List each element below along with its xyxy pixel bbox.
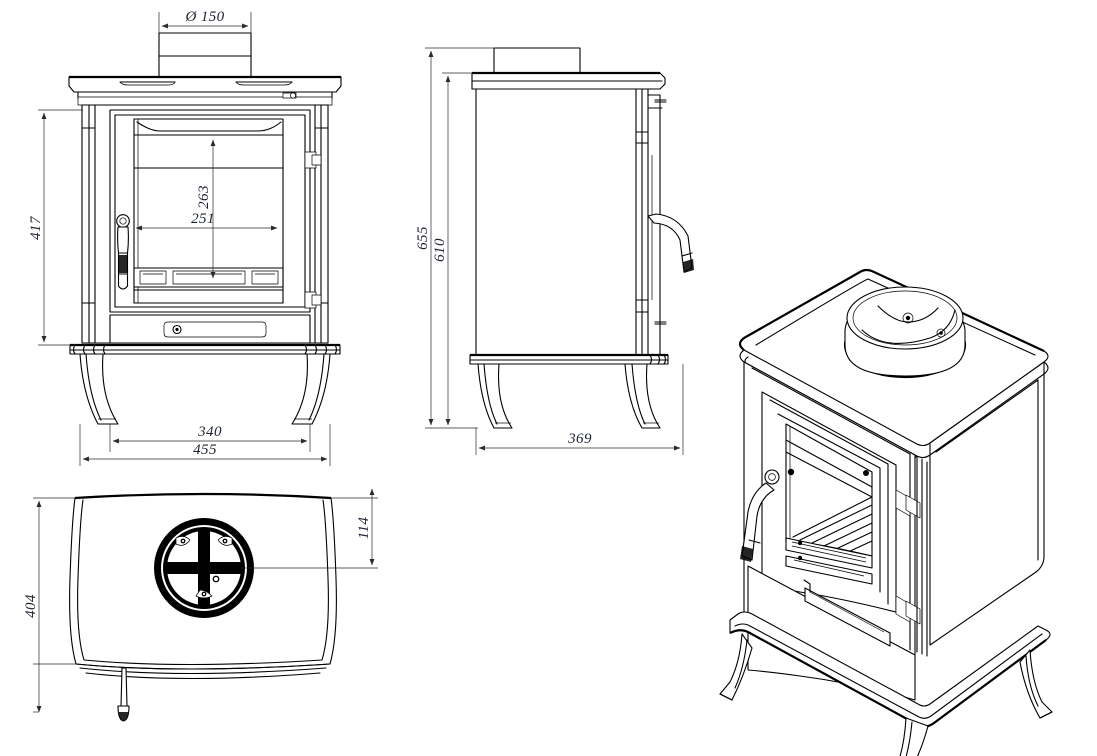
dim-label-455: 455 [193, 442, 217, 458]
dim-label-655: 655 [415, 226, 431, 250]
dim-body-width-340: 340 [109, 424, 311, 452]
iso-hinge-upper [895, 489, 921, 519]
dim-body-height-417: 417 [28, 109, 83, 346]
dim-label-404: 404 [23, 594, 39, 618]
dim-label-251: 251 [191, 211, 215, 227]
front-top-plate [68, 75, 342, 106]
front-hinge-upper [304, 151, 322, 169]
iso-door-rivets [787, 468, 869, 476]
top-handle-stub [117, 667, 130, 722]
front-left-leg [79, 353, 119, 425]
front-right-leg [291, 353, 331, 425]
dim-label-114: 114 [356, 517, 372, 540]
dim-overall-width-455: 455 [79, 424, 331, 466]
side-front-leg [477, 363, 513, 429]
top-view: 404 114 [23, 488, 378, 722]
iso-air-bars [785, 537, 873, 585]
side-rear-leg [624, 363, 661, 429]
iso-log-grate [792, 496, 873, 553]
front-air-bars [133, 267, 284, 291]
side-flue-collar [493, 47, 581, 74]
dim-flue-offset-114: 114 [241, 488, 378, 569]
dim-glass-height-263: 263 [196, 139, 216, 279]
dim-overall-depth-369: 369 [475, 364, 684, 455]
iso-leg-front-left [719, 633, 753, 701]
iso-corner-strips [916, 455, 928, 657]
side-body [475, 88, 667, 356]
top-bolt-hole-3 [195, 589, 213, 599]
top-bolt-hole-2 [217, 536, 233, 546]
front-base-plinth [69, 343, 341, 355]
iso-right-panel [929, 361, 1045, 646]
front-view: Ø 150 417 263 251 340 455 [28, 9, 342, 466]
iso-flue-collar [843, 286, 967, 379]
front-top-latch [282, 92, 297, 99]
side-top-plate [471, 71, 666, 90]
iso-view [719, 268, 1053, 756]
side-base-plinth [469, 353, 669, 365]
front-hinge-lower [304, 291, 322, 309]
dim-label-263: 263 [196, 185, 212, 209]
dim-top-plate-height-610: 610 [432, 72, 472, 426]
iso-leg-rear-right [1019, 649, 1053, 719]
dim-label-340: 340 [197, 424, 222, 440]
dim-label-flue-diameter: Ø 150 [184, 9, 224, 25]
side-riddling-lever[interactable] [647, 213, 694, 273]
side-view: 655 610 369 [415, 47, 694, 455]
dim-glass-width-251: 251 [135, 211, 278, 231]
iso-leg-front-right [899, 717, 929, 756]
dim-label-369: 369 [567, 431, 592, 447]
top-small-hole [212, 575, 220, 583]
dim-plan-depth-404: 404 [23, 497, 76, 713]
front-door-handle[interactable] [116, 214, 130, 290]
iso-door-handle[interactable] [740, 469, 780, 562]
top-bolt-hole-1 [175, 536, 191, 546]
dim-flue-diameter: Ø 150 [158, 9, 252, 33]
dim-label-610: 610 [432, 238, 448, 262]
front-ash-pan-drawer[interactable] [109, 314, 311, 344]
front-glass-window [133, 118, 284, 304]
dim-label-417: 417 [28, 215, 44, 240]
iso-ash-pan-drawer[interactable] [747, 565, 916, 701]
top-flue-collar-ring [154, 518, 254, 618]
front-flue-collar [158, 32, 252, 78]
dim-overall-height-655: 655 [415, 47, 494, 429]
